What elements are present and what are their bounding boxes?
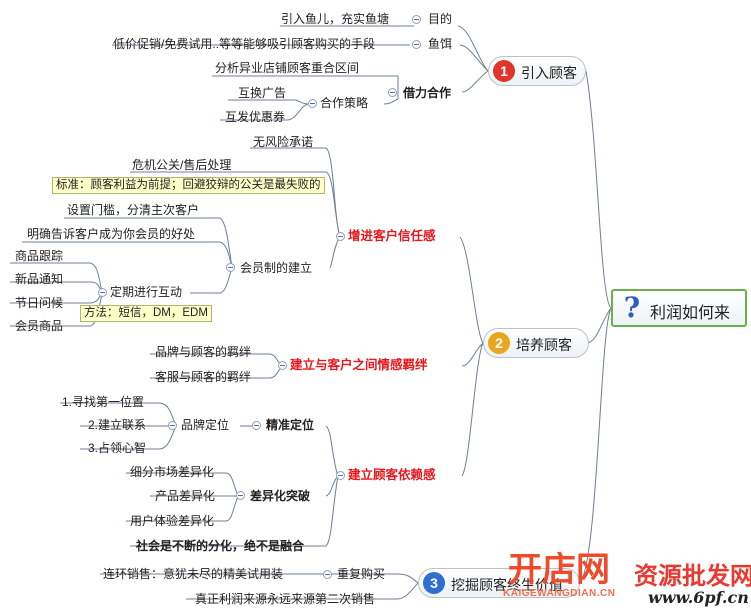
topic-regular-interaction[interactable]: 定期进行互动 (110, 285, 183, 299)
topic-brand-positioning[interactable]: 品牌定位 (181, 418, 230, 432)
topic-build-reliance[interactable]: 建立顾客依赖感 (348, 468, 436, 482)
tag-goal[interactable]: 目的 (428, 12, 453, 26)
note-pr-standard: 标准：顾客利益为前提；回避狡辩的公关是最失败的 (52, 177, 325, 194)
collapse-icon[interactable] (98, 288, 107, 297)
topic-set-threshold[interactable]: 设置门槛，分清主次客户 (67, 203, 200, 217)
root-node[interactable]: ? 利润如何来 (611, 289, 747, 327)
topic-member-benefits[interactable]: 明确告诉客户成为你会员的好处 (27, 227, 196, 241)
branch-3-label: 挖掘顾客终生价值 (451, 577, 563, 593)
watermark-logo-sub: KAIGEWANGDIAN.CN (503, 588, 616, 599)
branch-3-node[interactable]: 3 挖掘顾客终生价值 (418, 568, 580, 598)
topic-membership[interactable]: 会员制的建立 (240, 261, 313, 275)
topic-segment-differentiation[interactable]: 细分市场差异化 (130, 465, 215, 479)
topic-cooperation-strategy[interactable]: 合作策略 (320, 96, 369, 110)
collapse-icon[interactable] (336, 232, 345, 241)
topic-crisis-pr[interactable]: 危机公关/售后处理 (132, 158, 232, 172)
topic-coupons[interactable]: 互发优惠券 (225, 110, 286, 124)
branch-1-label: 引入顾客 (521, 65, 577, 81)
branch-1-node[interactable]: 1 引入顾客 (488, 56, 586, 86)
topic-emotional-bond[interactable]: 建立与客户之间情感羁绊 (290, 358, 428, 372)
topic-increase-trust[interactable]: 增进客户信任感 (348, 229, 436, 243)
topic-occupy-mind[interactable]: 3.占领心智 (88, 441, 147, 455)
topic-build-connection[interactable]: 2.建立联系 (88, 418, 147, 432)
topic-brand-bond[interactable]: 品牌与顾客的羁绊 (155, 345, 252, 359)
topic-holiday-greeting[interactable]: 节日问候 (15, 296, 64, 310)
topic-service-bond[interactable]: 客服与顾客的羁绊 (155, 370, 252, 384)
topic-goal[interactable]: 引入鱼儿，充实鱼塘 (281, 12, 390, 26)
topic-no-risk-promise[interactable]: 无风险承诺 (253, 135, 314, 149)
collapse-icon[interactable] (252, 421, 261, 430)
watermark-stamp-text: 资源批发网 (634, 561, 751, 590)
watermark-site: www.6pf.cn (648, 588, 749, 607)
topic-swap-ads[interactable]: 互换广告 (238, 86, 287, 100)
topic-ux-differentiation[interactable]: 用户体验差异化 (130, 514, 215, 528)
topic-overlap-analysis[interactable]: 分析异业店铺顾客重合区间 (215, 61, 360, 75)
number-badge-3: 3 (423, 572, 445, 594)
collapse-icon[interactable] (336, 471, 345, 480)
topic-product-tracking[interactable]: 商品跟踪 (15, 249, 64, 263)
collapse-icon[interactable] (226, 263, 235, 272)
collapse-icon[interactable] (412, 40, 421, 49)
branch-2-label: 培养顾客 (516, 337, 572, 353)
topic-precise-positioning[interactable]: 精准定位 (266, 418, 315, 432)
topic-second-sale[interactable]: 真正利润来源永远来源第二次销售 (195, 592, 376, 606)
topic-bait[interactable]: 低价促销/免费试用..等等能够吸引顾客购买的手段 (113, 37, 376, 51)
topic-differentiation-breakthrough[interactable]: 差异化突破 (250, 489, 311, 503)
note-methods: 方法：短信，DM，EDM (80, 305, 212, 322)
collapse-icon[interactable] (236, 491, 245, 500)
question-mark-icon: ? (623, 291, 641, 324)
topic-product-differentiation[interactable]: 产品差异化 (155, 489, 216, 503)
collapse-icon[interactable] (388, 88, 397, 97)
collapse-icon[interactable] (278, 361, 287, 370)
topic-first-position[interactable]: 1.寻找第一位置 (62, 395, 145, 409)
number-badge-1: 1 (493, 60, 515, 82)
topic-chain-sales[interactable]: 连环销售：意犹未尽的精美试用装 (103, 567, 284, 581)
collapse-icon[interactable] (323, 570, 332, 579)
root-label: 利润如何来 (650, 305, 731, 322)
collapse-icon[interactable] (168, 421, 177, 430)
number-badge-2: 2 (488, 332, 510, 354)
tag-bait[interactable]: 鱼饵 (428, 37, 453, 51)
topic-borrow-cooperation[interactable]: 借力合作 (403, 86, 452, 100)
branch-2-node[interactable]: 2 培养顾客 (483, 328, 589, 358)
topic-society-divergence[interactable]: 社会是不断的分化，绝不是融合 (136, 539, 305, 553)
topic-member-goods[interactable]: 会员商品 (15, 319, 64, 333)
collapse-icon[interactable] (308, 99, 317, 108)
watermark-logo-text: 开店网 (508, 551, 610, 589)
topic-new-product-notice[interactable]: 新品通知 (15, 272, 64, 286)
topic-repeat-purchase[interactable]: 重复购买 (337, 567, 386, 581)
collapse-icon[interactable] (412, 15, 421, 24)
